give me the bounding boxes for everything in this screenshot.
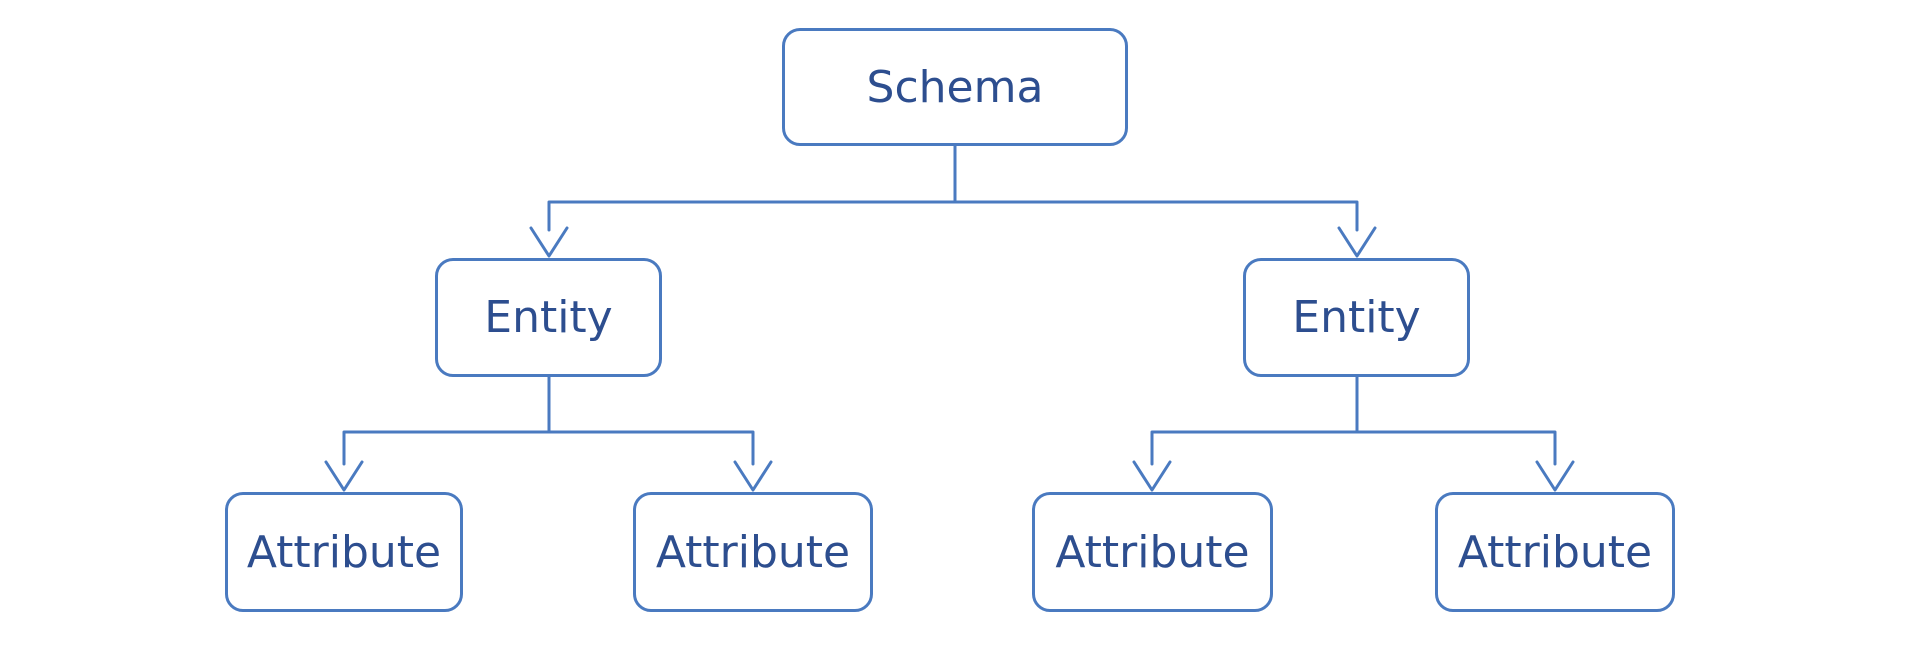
node-attribute-4-label: Attribute <box>1457 526 1653 578</box>
connector-level2-left-rail <box>342 430 755 466</box>
node-attribute-3-label: Attribute <box>1055 526 1250 578</box>
node-schema: Schema <box>782 28 1128 146</box>
node-entity-left: Entity <box>435 258 662 377</box>
arrowhead-attribute-2-icon <box>733 460 773 492</box>
arrowhead-entity-left-icon <box>529 226 569 258</box>
node-attribute-1: Attribute <box>225 492 463 612</box>
node-attribute-3: Attribute <box>1032 492 1273 612</box>
arrowhead-entity-right-icon <box>1337 226 1377 258</box>
node-schema-label: Schema <box>866 61 1044 113</box>
node-attribute-4: Attribute <box>1435 492 1675 612</box>
connector-level2-right-rail <box>1150 430 1557 466</box>
arrowhead-attribute-1-icon <box>324 460 364 492</box>
arrowhead-attribute-4-icon <box>1535 460 1575 492</box>
arrowhead-attribute-3-icon <box>1132 460 1172 492</box>
node-attribute-2-label: Attribute <box>655 526 851 578</box>
node-entity-left-label: Entity <box>484 292 613 343</box>
node-attribute-1-label: Attribute <box>246 526 442 578</box>
node-entity-right-label: Entity <box>1292 292 1421 343</box>
node-entity-right: Entity <box>1243 258 1470 377</box>
connector-level1-rail <box>547 200 1359 232</box>
node-attribute-2: Attribute <box>633 492 873 612</box>
